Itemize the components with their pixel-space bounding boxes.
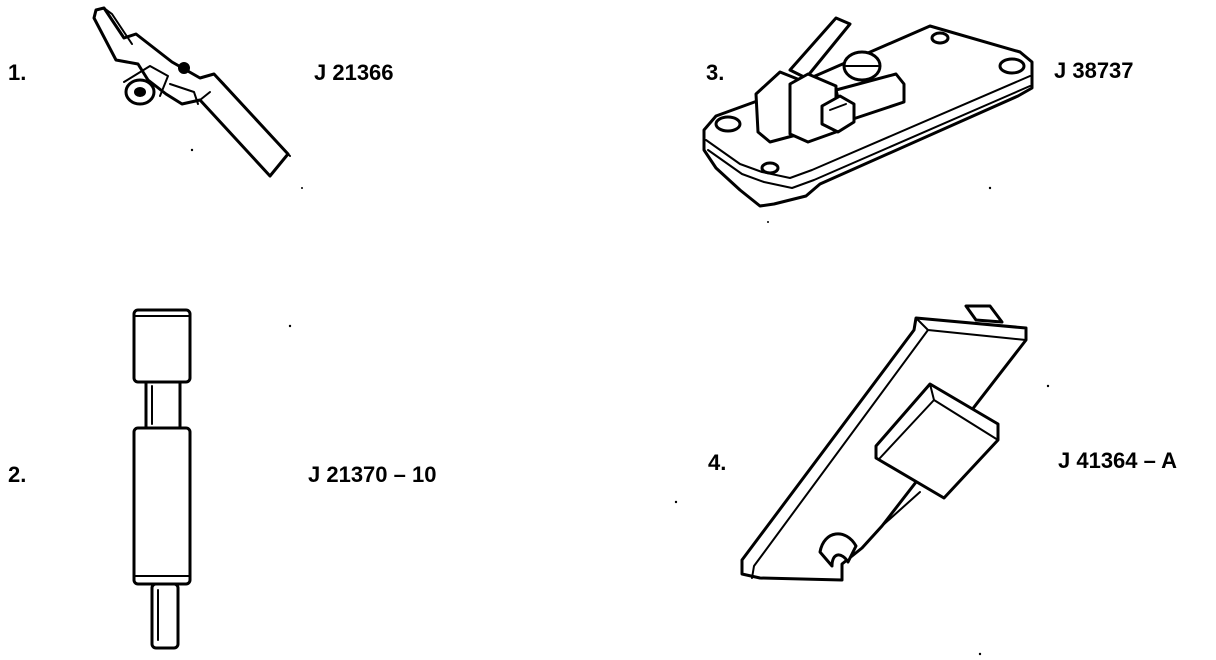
part-number-3: J 38737 bbox=[1054, 58, 1134, 83]
clamp-plate-tool-icon bbox=[702, 16, 1034, 208]
part-number-4: J 41364 – A bbox=[1058, 448, 1178, 473]
bracket-tool-icon bbox=[92, 6, 291, 178]
item-number-4: 4. bbox=[708, 450, 727, 475]
item-number-2: 2. bbox=[8, 462, 27, 487]
item-number-1: 1. bbox=[8, 60, 27, 85]
pin-tool-icon bbox=[132, 308, 192, 650]
holder-tool-icon bbox=[740, 304, 1028, 582]
part-number-1: J 21366 bbox=[314, 60, 394, 85]
print-specks bbox=[190, 148, 1050, 656]
item-number-3: 3. bbox=[706, 60, 725, 85]
part-number-2: J 21370 – 10 bbox=[308, 462, 437, 487]
